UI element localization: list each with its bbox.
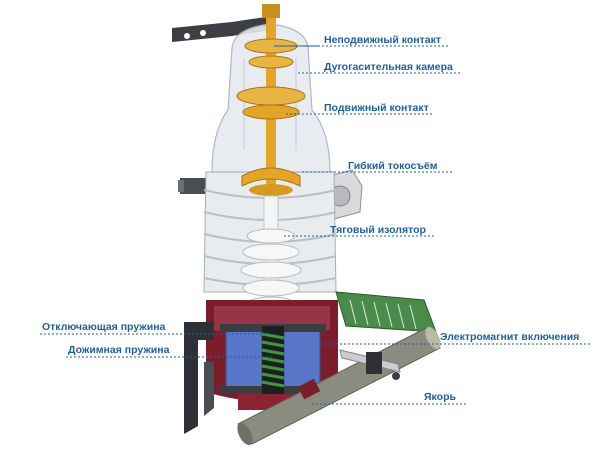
- operating-lever: [339, 349, 401, 380]
- brass-contacts: [236, 4, 306, 196]
- label-fixed-contact: Неподвижный контакт: [324, 34, 441, 46]
- leader-lines: [40, 45, 590, 405]
- label-flexible-collector: Гибкий токосъём: [348, 160, 438, 172]
- label-moving-contact: Подвижный контакт: [324, 102, 429, 114]
- label-closing-electromagnet: Электромагнит включения: [440, 331, 580, 343]
- label-armature: Якорь: [424, 391, 456, 403]
- label-traction-insulator: Тяговый изолятор: [330, 224, 426, 236]
- label-opening-spring: Отключающая пружина: [42, 321, 166, 333]
- control-board: [335, 291, 437, 333]
- top-terminal-bar: [172, 16, 272, 42]
- springs: [261, 326, 285, 394]
- label-pressing-spring: Дожимная пружина: [68, 344, 170, 356]
- armature-shaft: [237, 326, 441, 446]
- label-arc-chamber: Дугогасительная камера: [324, 61, 453, 73]
- mounting-bracket: [184, 322, 214, 434]
